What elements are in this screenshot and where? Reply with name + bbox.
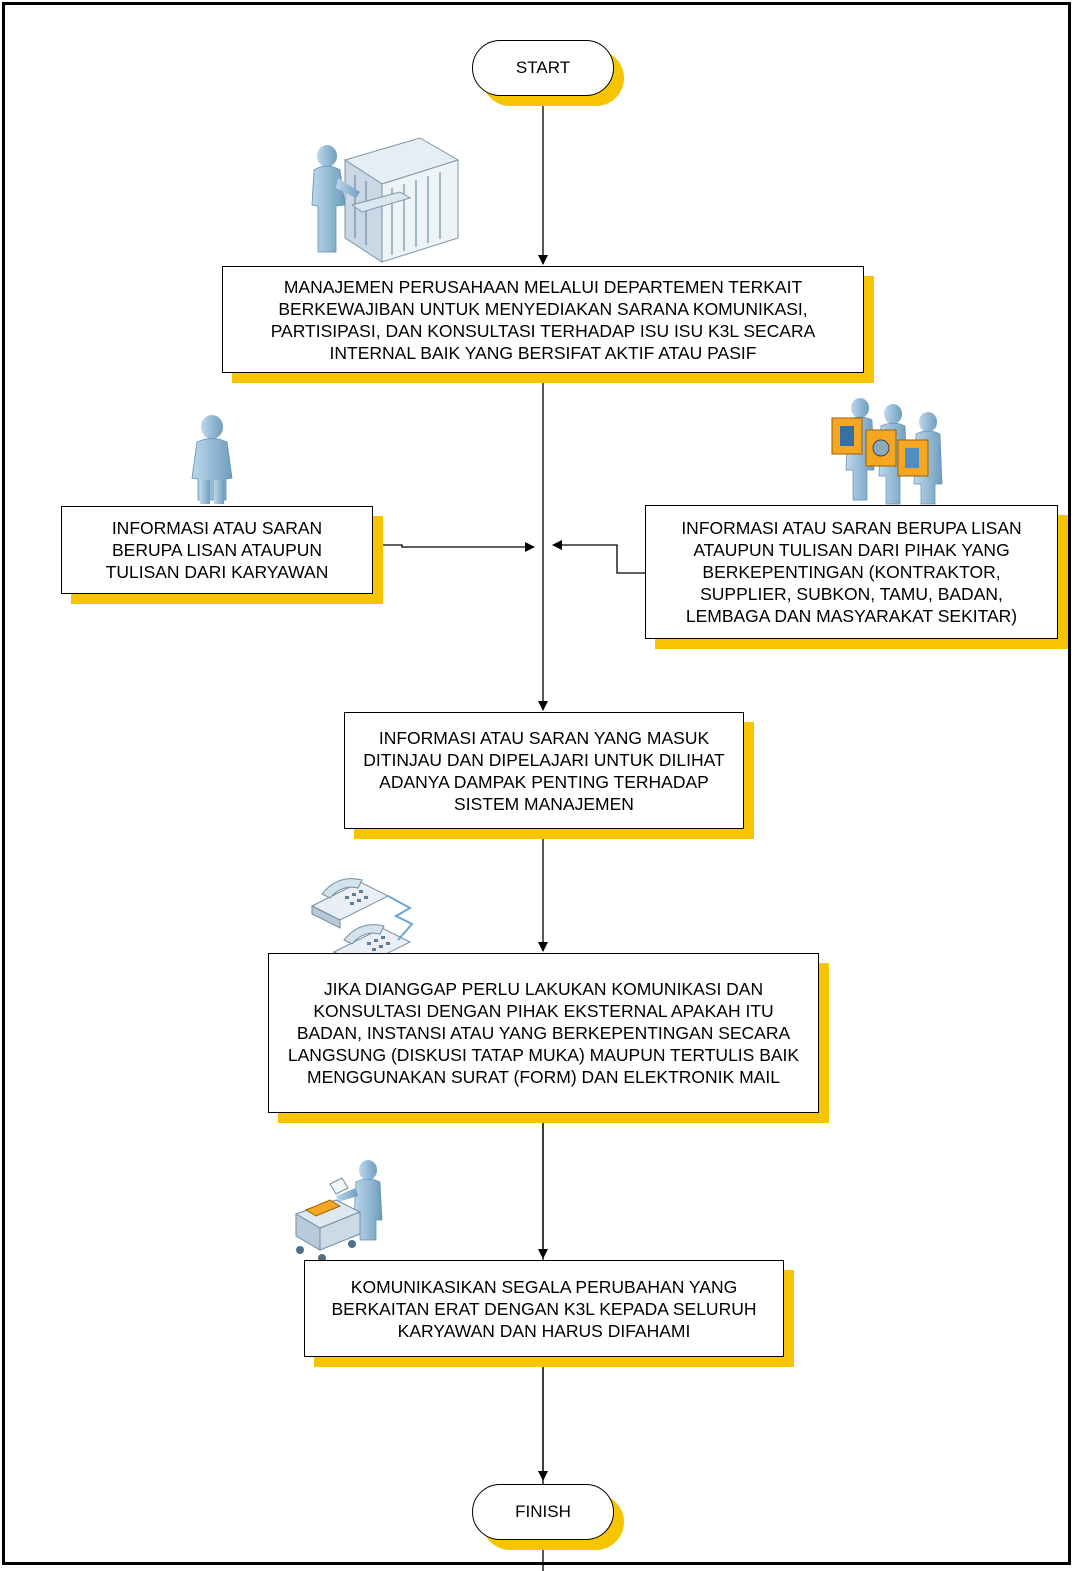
step-management-provision: MANAJEMEN PERUSAHAAN MELALUI DEPARTEMEN … <box>222 266 864 373</box>
finish-terminal: FINISH <box>472 1484 614 1540</box>
employee-person-icon <box>191 415 233 504</box>
connector-stakeholder-input <box>552 540 645 574</box>
step-external-consultation: JIKA DIANGGAP PERLU LAKUKAN KOMUNIKASI D… <box>268 953 819 1113</box>
mail-cart-worker-icon <box>294 1160 383 1262</box>
step-communicate-changes: KOMUNIKASIKAN SEGALA PERUBAHAN YANG BERK… <box>304 1260 784 1357</box>
step-review-information: INFORMASI ATAU SARAN YANG MASUK DITINJAU… <box>344 712 744 829</box>
stakeholder-group-icon <box>831 398 943 505</box>
input-employee-box: INFORMASI ATAU SARAN BERUPA LISAN ATAUPU… <box>61 506 373 594</box>
server-rack-operator-icon <box>311 137 460 263</box>
connector-employee-input <box>373 542 535 552</box>
input-stakeholder-box: INFORMASI ATAU SARAN BERUPA LISAN ATAUPU… <box>645 505 1058 639</box>
start-terminal: START <box>472 40 614 96</box>
